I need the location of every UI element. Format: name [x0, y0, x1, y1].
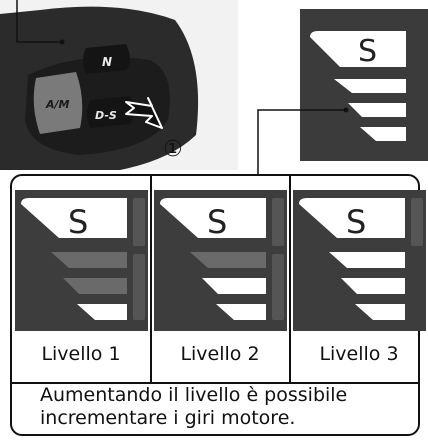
zoomed-s-letter: S — [358, 34, 377, 69]
level-1-label: Livello 1 — [41, 343, 121, 365]
level-2-label: Livello 2 — [180, 343, 260, 365]
level-1-display: S — [15, 190, 148, 331]
handlebar-switch-photo: N A/M D-S ① — [0, 0, 238, 170]
switch-illustration: N A/M D-S ① — [0, 0, 238, 170]
zoomed-indicator-graphic: S — [300, 9, 428, 161]
callout-number: ① — [163, 137, 183, 162]
level-3-display: S — [293, 190, 426, 331]
note-line-1: Aumentando il livello è possibile — [40, 384, 348, 406]
level-2-display: S — [154, 190, 287, 331]
am-button-label: A/M — [45, 98, 70, 111]
n-button-label: N — [102, 55, 112, 69]
level-3-s-letter: S — [346, 203, 366, 241]
ds-button-label: D-S — [95, 109, 117, 122]
zoomed-indicator: S — [300, 9, 428, 161]
divider-2 — [289, 176, 291, 384]
divider-horizontal — [12, 382, 418, 384]
level-2-s-letter: S — [207, 203, 227, 241]
divider-1 — [150, 176, 152, 384]
level-3-label: Livello 3 — [319, 343, 399, 365]
press-arrow-icon — [125, 97, 163, 129]
note-line-2: incrementare i giri motore. — [40, 407, 296, 429]
level-1-s-letter: S — [68, 203, 88, 241]
level-note: Aumentando il livello è possibile increm… — [40, 384, 410, 430]
